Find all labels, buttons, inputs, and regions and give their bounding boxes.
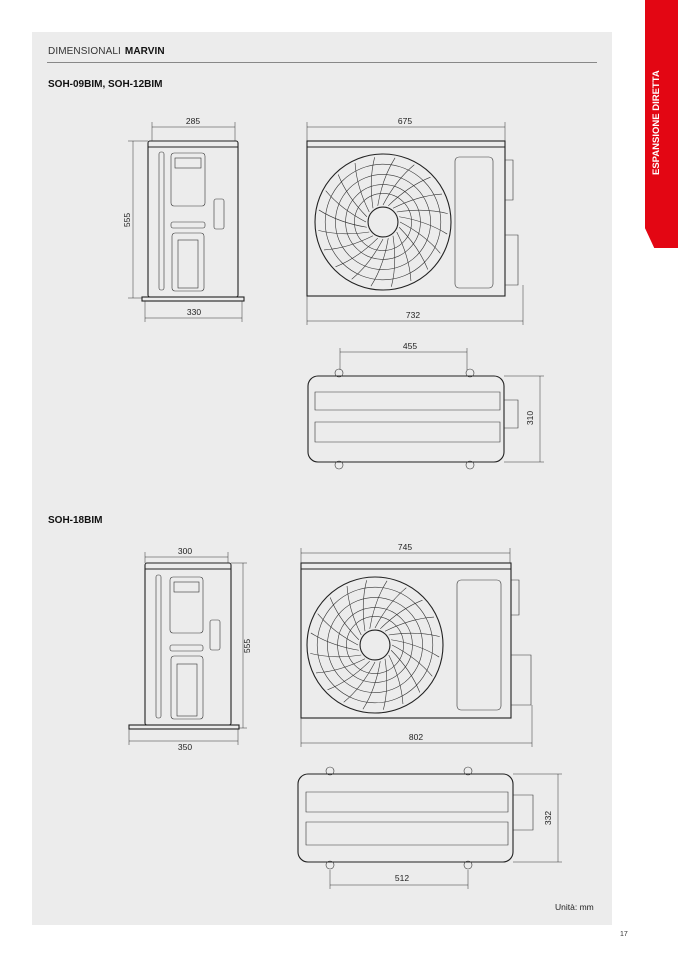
front-view-1: 675 732 [306,116,524,325]
fan-outer-ring [306,576,444,714]
dim-front-base-width-1: 732 [406,310,420,320]
dim-front-base-width-2: 802 [409,732,423,742]
fan-spoke [392,193,443,209]
fan-spoke [399,221,441,254]
fan-spoke [390,650,421,693]
dim-front-top-width-2: 745 [398,542,412,552]
dim-side-base-width-1: 330 [187,307,201,317]
fan-ring [345,184,421,260]
header-divider [47,62,597,63]
fan-ring [316,586,434,704]
fan-spoke [327,660,370,691]
model-title-1: SOH-09BIM, SOH-12BIM [48,79,163,90]
fan-hub [359,629,391,661]
dim-side-top-width-2: 300 [178,546,192,556]
fan-ring [354,193,412,251]
fan-spoke [317,613,359,646]
fan-spoke [362,580,367,632]
fan-spoke [398,227,429,270]
fan-spoke [370,238,389,287]
fan-spoke [396,209,448,214]
fan-spoke [323,235,374,251]
fan-spoke [335,237,378,268]
header-product: MARVIN [124,46,165,57]
fan-spoke [343,661,376,703]
dim-front-top-width-1: 675 [398,116,412,126]
dim-side-height-2: 555 [242,639,252,653]
fan-spoke [380,599,423,630]
header-section: DIMENSIONALI [48,46,121,57]
fan-ring [324,163,442,281]
dim-top-depth-2: 332 [543,811,553,825]
fan-spoke [388,654,404,705]
front-view-2: 745 802 [300,542,533,747]
fan-grille [306,576,444,714]
fan-spoke [382,164,415,206]
dim-side-height-1: 555 [122,213,132,227]
fan-spoke [310,632,359,651]
fan-spoke [377,157,396,206]
fan-ring [346,616,404,674]
fan-spoke [310,653,362,658]
side-view-2: 300 555 350 [128,546,252,752]
fan-spoke [318,209,367,228]
fan-hub [367,206,399,238]
fan-spoke [325,190,367,223]
fan-spoke [315,658,366,674]
fan-spoke [370,157,375,209]
fan-spoke [391,639,440,658]
fan-spoke [391,644,433,677]
dim-top-depth-1: 310 [525,411,535,425]
dim-top-width-2: 512 [395,873,409,883]
fan-grille [314,153,452,291]
fan-spoke [354,162,370,213]
units-note: Unità: mm [555,902,594,912]
fan-ring [335,174,431,270]
fan-ring [337,607,413,683]
fan-spoke [384,616,435,632]
model-title-2: SOH-18BIM [48,515,103,526]
fan-spoke [318,230,370,235]
fan-spoke [374,587,407,629]
fan-outer-ring [314,153,452,291]
fan-spoke [329,597,360,640]
fan-spoke [396,231,412,282]
fan-spoke [337,174,368,217]
dim-side-base-width-2: 350 [178,742,192,752]
fan-ring [327,597,423,693]
top-view-1: 455 310 [307,341,544,470]
fan-spoke [383,658,388,710]
fan-spoke [369,580,388,629]
fan-spoke [362,661,381,710]
top-view-2: 332 512 [297,766,562,889]
dim-top-width-1: 455 [403,341,417,351]
side-view-1: 285 555 330 [122,116,245,322]
fan-spoke [399,216,448,235]
fan-spoke [346,585,362,636]
section-tab: ESPANSIONE DIRETTA [645,0,678,248]
page-number: 17 [620,931,628,938]
fan-spoke [391,235,396,287]
fan-spoke [388,632,440,637]
dim-side-top-width-1: 285 [186,116,200,126]
fan-spoke [351,238,384,280]
fan-spoke [388,176,431,207]
content-panel [32,32,612,925]
